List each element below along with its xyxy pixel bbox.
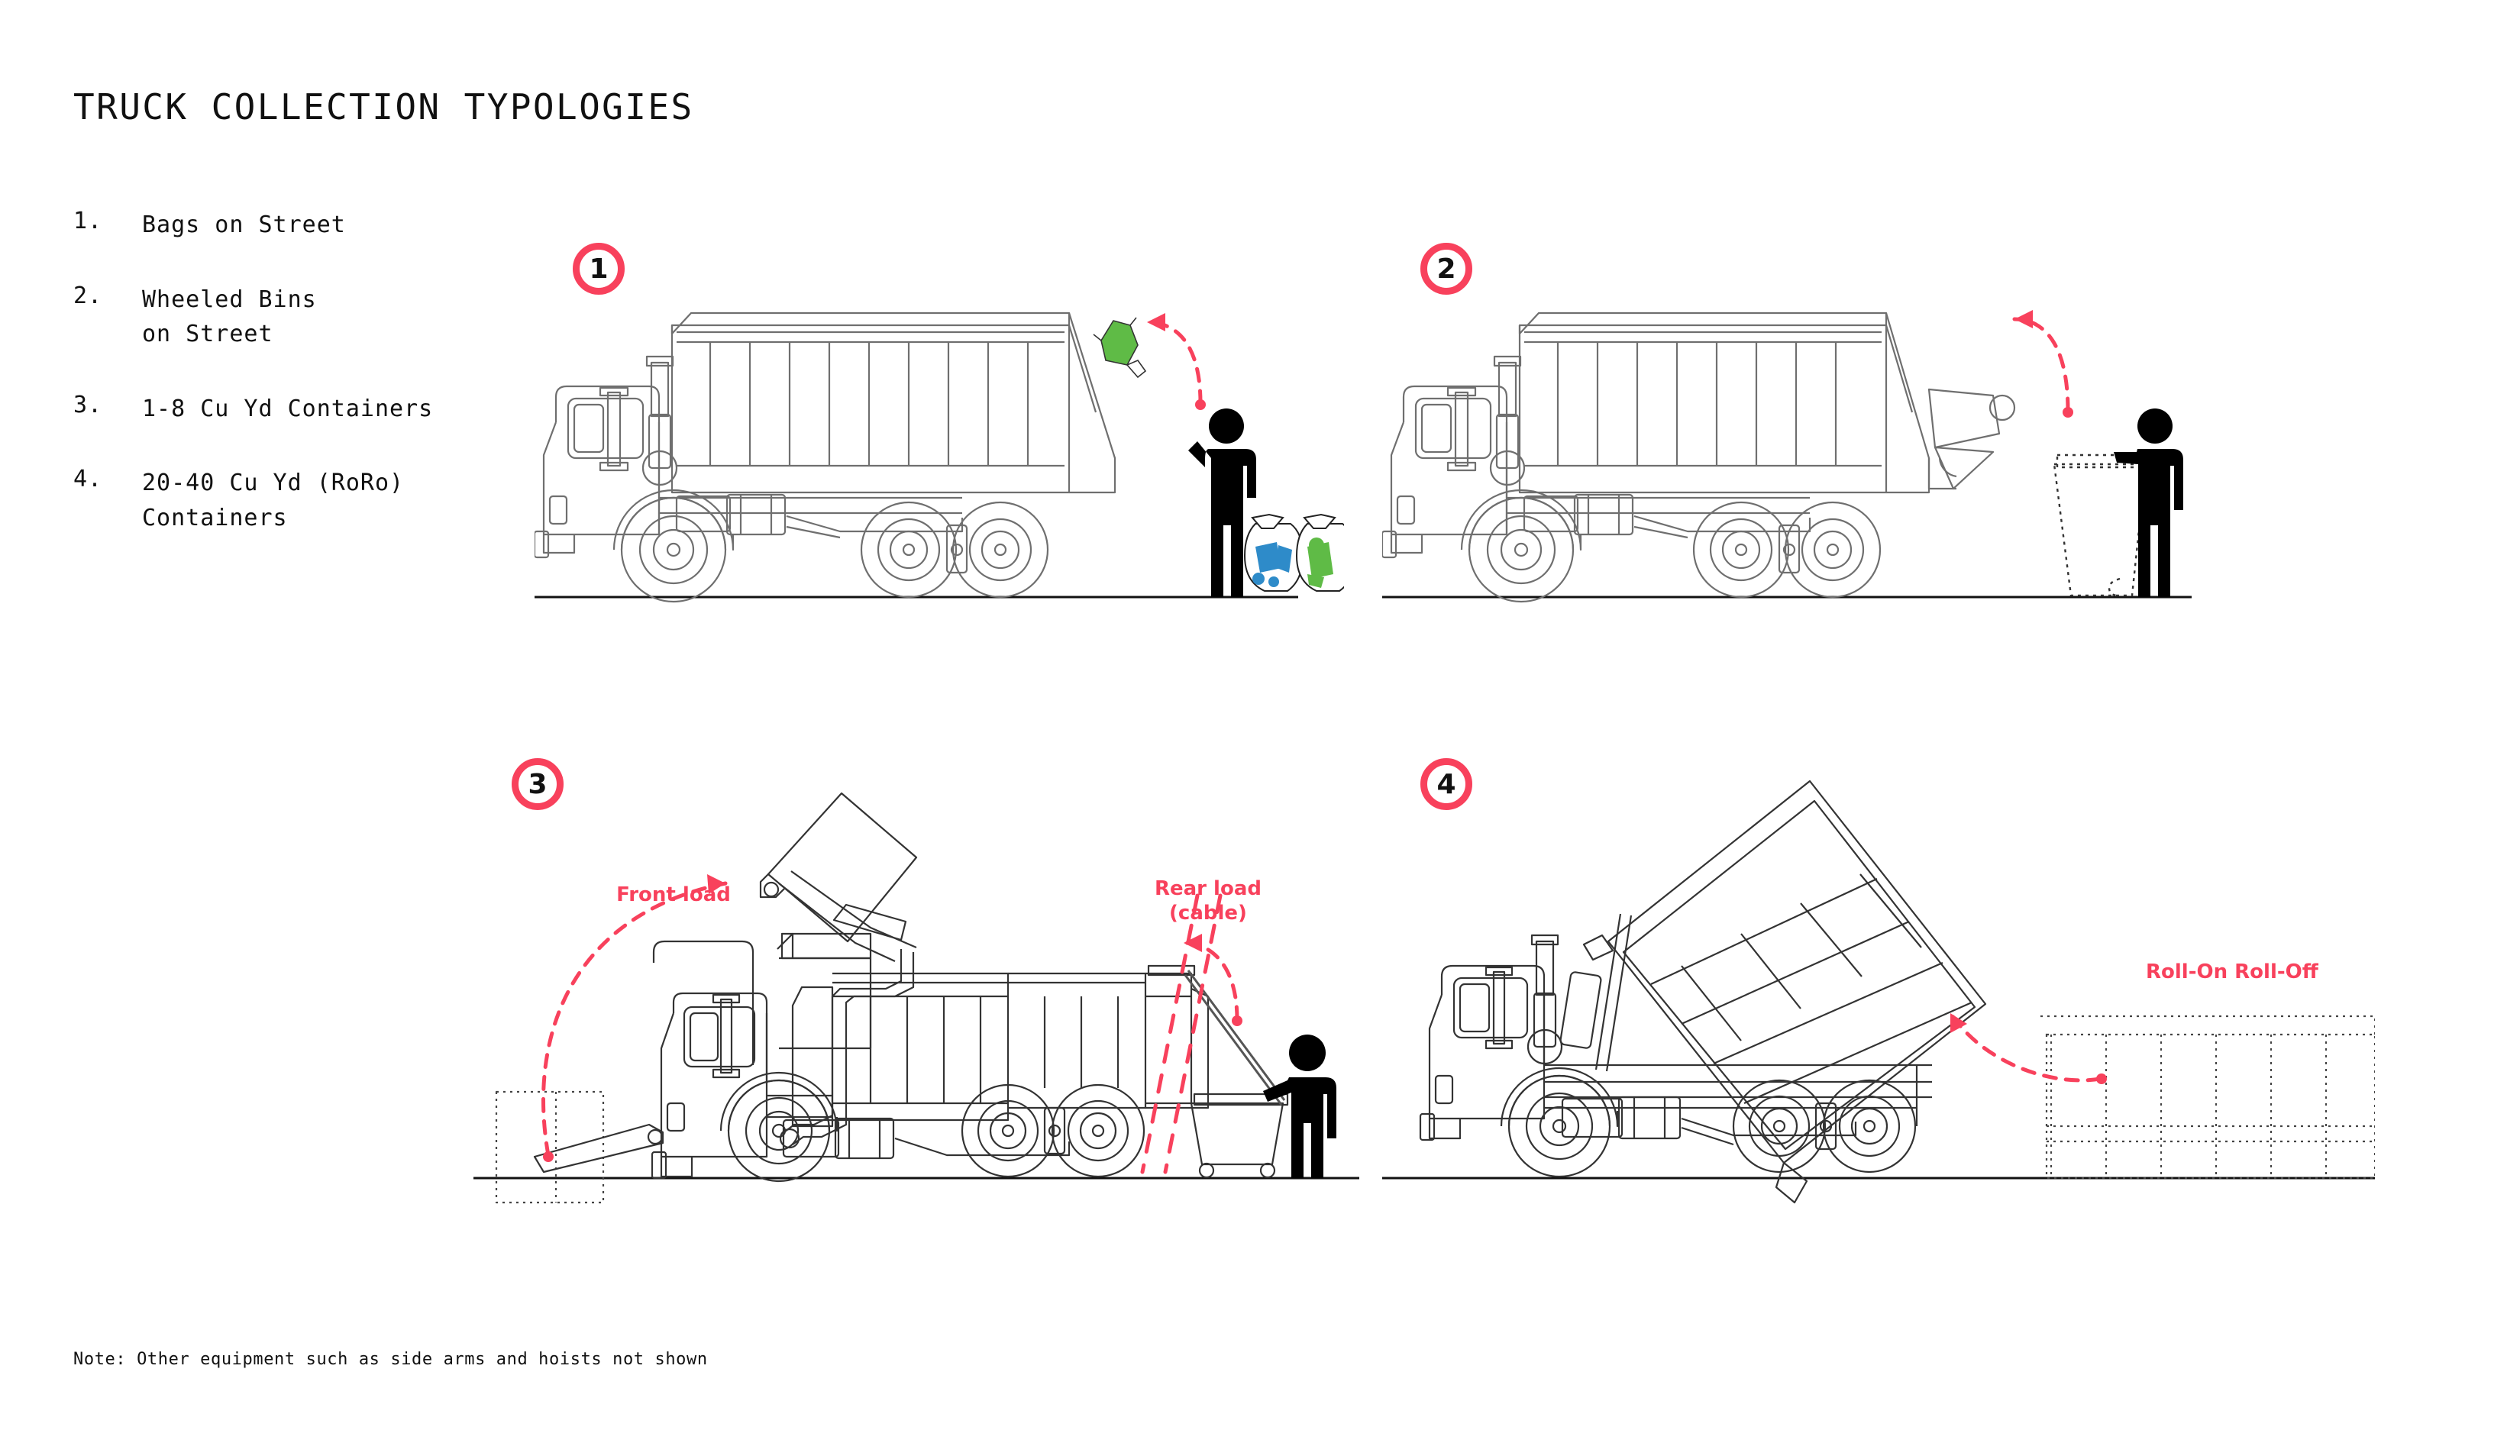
- wheeled-bin-ghost-icon: [2053, 454, 2152, 597]
- list-item-number: 2.: [73, 282, 103, 309]
- roll-on-roll-off-label: Roll-On Roll-Off: [2146, 960, 2318, 983]
- scene-roll-on-roll-off: [1382, 780, 2375, 1204]
- rear-load-label: Rear load (cable): [1154, 877, 1262, 925]
- list-item-label: 20-40 Cu Yd (RoRo) Containers: [142, 470, 405, 531]
- worker-silhouette-icon: [1188, 408, 1256, 597]
- arrow-head-icon: [2014, 310, 2033, 328]
- scene-wheeled-bins: [1382, 310, 2192, 603]
- panel-roro-containers: 4 Roll-On Roll-Off: [1382, 744, 2375, 1218]
- list-item-label: Wheeled Bins on Street: [142, 286, 317, 348]
- panel-badge-2: 2: [1420, 243, 1472, 295]
- arrow-tail-dot-icon: [1232, 1015, 1242, 1026]
- panel-badge-1: 1: [573, 243, 625, 295]
- arrow-tail-dot-icon: [543, 1151, 554, 1162]
- roro-container-ghost-icon: [2040, 1015, 2375, 1180]
- arrow-head-icon: [1184, 934, 1202, 952]
- list-item: 3. 1-8 Cu Yd Containers: [73, 392, 547, 427]
- arrow-tail-dot-icon: [2096, 1073, 2107, 1084]
- panel-cu-yd-containers: 3 Front load Rear load (cable): [473, 744, 1375, 1218]
- arrow-head-icon: [1147, 313, 1165, 331]
- tip-arrow-icon: [2012, 317, 2070, 413]
- roll-off-arrow-icon: [1948, 1011, 2102, 1083]
- list-item: 2. Wheeled Bins on Street: [73, 282, 547, 352]
- arrow-tail-dot-icon: [2063, 407, 2073, 418]
- list-item-number: 3.: [73, 391, 103, 418]
- list-item-label: Bags on Street: [142, 211, 346, 238]
- typology-legend-list: 1. Bags on Street 2. Wheeled Bins on Str…: [73, 208, 547, 576]
- list-item: 1. Bags on Street: [73, 208, 547, 243]
- panel-bags-on-street: 1: [535, 229, 1344, 657]
- scene-front-rear-loader: [473, 792, 1359, 1204]
- front-load-arrow-icon: [541, 881, 728, 1157]
- worker-silhouette-icon: [2114, 408, 2183, 597]
- list-item: 4. 20-40 Cu Yd (RoRo) Containers: [73, 466, 547, 535]
- arrow-head-icon: [707, 874, 725, 894]
- toss-arrow-icon: [1145, 320, 1203, 405]
- scene-bags-on-street: [535, 312, 1344, 603]
- street-bags-icon: [1243, 513, 1344, 592]
- page-title: TRUCK COLLECTION TYPOLOGIES: [73, 86, 694, 128]
- list-item-number: 1.: [73, 208, 103, 234]
- panel-badge-3: 3: [512, 758, 564, 810]
- footnote-text: Note: Other equipment such as side arms …: [73, 1350, 708, 1369]
- arrow-tail-dot-icon: [1195, 399, 1206, 410]
- list-item-number: 4.: [73, 466, 103, 493]
- panel-badge-4: 4: [1420, 758, 1472, 810]
- panel-wheeled-bins-on-street: 2: [1382, 229, 2192, 657]
- arrow-head-icon: [1950, 1013, 1967, 1033]
- worker-silhouette-icon: [1263, 1035, 1336, 1178]
- list-item-label: 1-8 Cu Yd Containers: [142, 395, 434, 422]
- flying-bag-icon: [1093, 317, 1147, 379]
- front-load-label: Front load: [616, 883, 731, 906]
